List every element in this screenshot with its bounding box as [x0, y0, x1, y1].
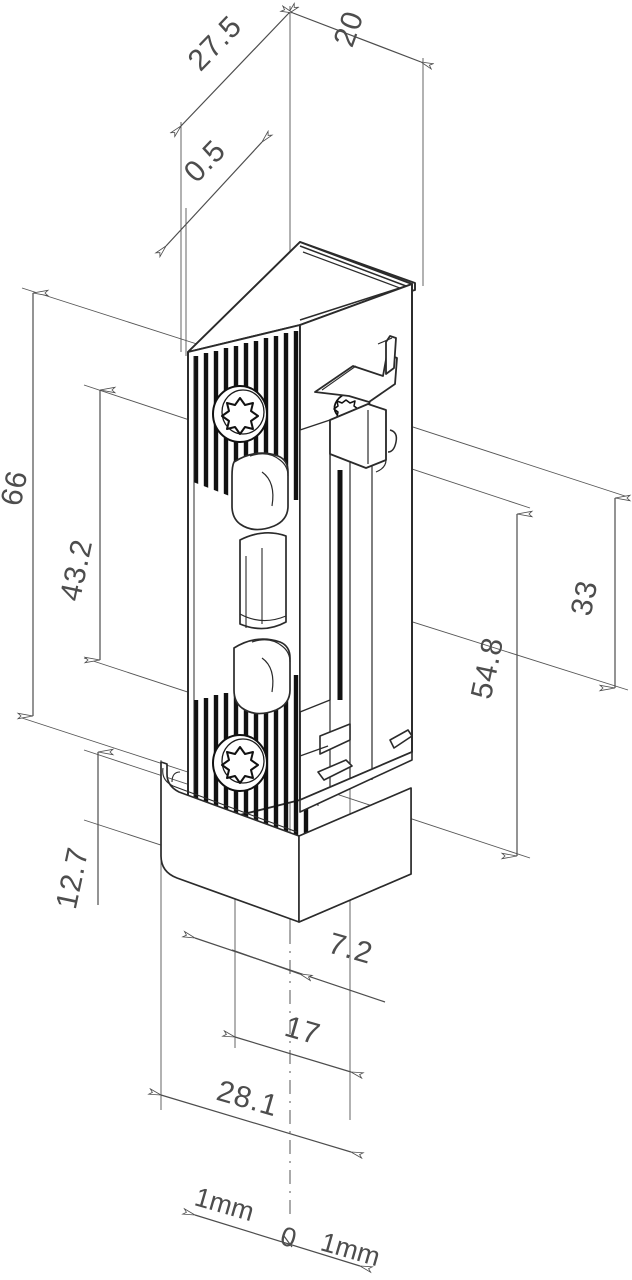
ext-slope-66-bot [21, 717, 201, 777]
latch-keeper-upper [231, 452, 289, 531]
dim-label-20: 20 [328, 6, 371, 51]
dim-label-54-8: 54.8 [465, 634, 510, 702]
dim-label-28-1: 28.1 [213, 1074, 282, 1123]
dimension-labels: 27.5 20 0.5 66 43.2 54.8 33 12.7 7.2 17 … [0, 6, 605, 1123]
dim-label-7-2: 7.2 [325, 927, 377, 971]
scale-bar-line [195, 1215, 360, 1266]
scale-label-left: 1mm [192, 1182, 258, 1227]
latch-keeper-middle [239, 531, 287, 630]
part-isometric-view [160, 241, 416, 923]
dimline-17 [235, 1037, 351, 1072]
scale-bar-labels: 1mm 0 1mm [192, 1182, 384, 1272]
housing-top-rim2 [302, 251, 401, 289]
tab-notch-1 [317, 759, 353, 781]
dimline-7-2-inner [231, 949, 300, 974]
scale-label-right: 1mm [318, 1227, 384, 1272]
dim-label-0-5: 0.5 [178, 134, 233, 189]
ext-slope-66-top [21, 287, 201, 346]
torx-screw-upper [212, 385, 268, 443]
dim-label-12-7: 12.7 [50, 844, 95, 912]
drawing-geometry: 27.5 20 0.5 66 43.2 54.8 33 12.7 7.2 17 … [0, 6, 632, 1272]
dimline-0-5 [166, 142, 262, 246]
dim-label-43-2: 43.2 [54, 536, 99, 604]
lower-release-tabs [299, 723, 413, 781]
housing-bottom-face [299, 751, 413, 813]
latch-cavity [299, 419, 331, 713]
dim-label-27-5: 27.5 [182, 9, 249, 77]
dimline-28-1 [161, 1095, 351, 1152]
dimension-lines [16, 13, 632, 1266]
release-lever-arm [329, 403, 398, 473]
torx-screw-lower [212, 734, 268, 792]
scale-bar-tick [283, 1235, 293, 1248]
lower-lip-right-face [298, 787, 412, 923]
torx-slot-upper [221, 397, 259, 435]
dimline-20 [293, 13, 421, 62]
dim-label-33: 33 [565, 577, 605, 618]
dim-label-17: 17 [281, 1010, 324, 1051]
latch-keeper-lower [233, 638, 291, 715]
dimline-27-5 [181, 14, 288, 126]
torx-slot-lower [221, 746, 259, 784]
dim-label-66: 66 [0, 467, 35, 508]
scale-label-center: 0 [277, 1221, 300, 1254]
release-lever-bracket [314, 335, 398, 403]
tab-notch-2 [389, 729, 413, 749]
